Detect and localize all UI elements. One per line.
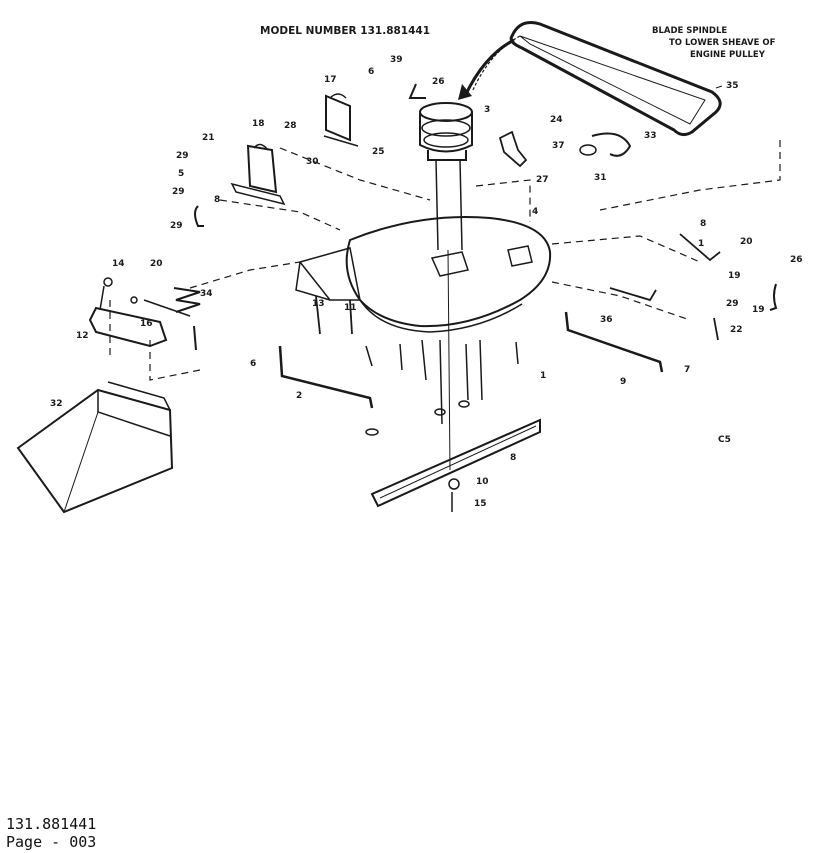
part-label: 8 [510, 453, 516, 463]
part-label: 27 [536, 175, 549, 185]
part-label: 14 [112, 259, 125, 269]
part-label: 21 [202, 133, 215, 143]
part-label: 29 [172, 187, 185, 197]
blade-spindle-assembly [419, 102, 473, 471]
part-label: 19 [752, 305, 765, 315]
footer-model-number: 131.881441 [6, 815, 97, 833]
part-label: 10 [476, 477, 489, 487]
assembly-guide-lines [109, 140, 781, 381]
belt-routing-arrow [458, 35, 521, 100]
belt-note-line-3: ENGINE PULLEY [690, 50, 766, 60]
v-belt [509, 21, 723, 137]
footer-page-number: Page - 003 [6, 833, 97, 851]
part-label: 35 [726, 81, 739, 91]
part-label: 5 [178, 169, 184, 179]
part-label: 29 [170, 221, 183, 231]
part-label: 32 [50, 399, 63, 409]
part-label: 2 [296, 391, 302, 401]
model-number-heading: MODEL NUMBER 131.881441 [260, 25, 430, 37]
part-label: 31 [594, 173, 607, 183]
part-label: 3 [484, 105, 490, 115]
part-label: 8 [700, 219, 706, 229]
cutting-blade [370, 418, 541, 512]
arrow-head-icon [458, 84, 472, 100]
belt-note-line-1: BLADE SPINDLE [652, 26, 727, 36]
part-label: 29 [726, 299, 739, 309]
part-label: 17 [324, 75, 337, 85]
corner-code: C5 [718, 435, 731, 445]
part-label: 39 [390, 55, 403, 65]
part-label: 22 [730, 325, 743, 335]
part-label: 6 [250, 359, 256, 369]
part-label: 1 [540, 371, 546, 381]
part-label: 11 [344, 303, 357, 313]
part-label: 6 [368, 67, 374, 77]
part-label: 36 [600, 315, 613, 325]
part-label: 26 [790, 255, 803, 265]
part-label: 13 [312, 299, 325, 309]
discharge-chute [16, 381, 174, 514]
part-label: 15 [474, 499, 487, 509]
left-lift-arm-assembly [88, 277, 201, 348]
belt-note: BLADE SPINDLE TO LOWER SHEAVE OF ENGINE … [652, 26, 776, 60]
hardware-pieces [193, 83, 778, 351]
part-label: 9 [620, 377, 626, 387]
part-label: 19 [728, 271, 741, 281]
part-label: 7 [684, 365, 690, 375]
front-pivot-brackets [230, 93, 359, 206]
part-label: 24 [550, 115, 563, 125]
part-label: 18 [252, 119, 265, 129]
part-label: 28 [284, 121, 297, 131]
part-label: 25 [372, 147, 385, 157]
part-label: 20 [150, 259, 163, 269]
part-label: 34 [200, 289, 213, 299]
part-label: 37 [552, 141, 565, 151]
part-label: 4 [532, 207, 538, 217]
part-label: 1 [698, 239, 704, 249]
hardware-stack [365, 339, 519, 436]
belt-note-line-2: TO LOWER SHEAVE OF [669, 38, 776, 48]
part-label: 29 [176, 151, 189, 161]
part-label: 16 [140, 319, 153, 329]
lift-rods [278, 295, 664, 409]
part-number-labels: 35 39 3 26 6 17 18 28 21 29 5 29 8 29 30… [50, 55, 803, 509]
part-label: 33 [644, 131, 657, 141]
part-label: 30 [306, 157, 319, 167]
part-label: 12 [76, 331, 89, 341]
part-label: 8 [214, 195, 220, 205]
part-label: 20 [740, 237, 753, 247]
mower-deck [295, 215, 552, 333]
part-label: 26 [432, 77, 445, 87]
